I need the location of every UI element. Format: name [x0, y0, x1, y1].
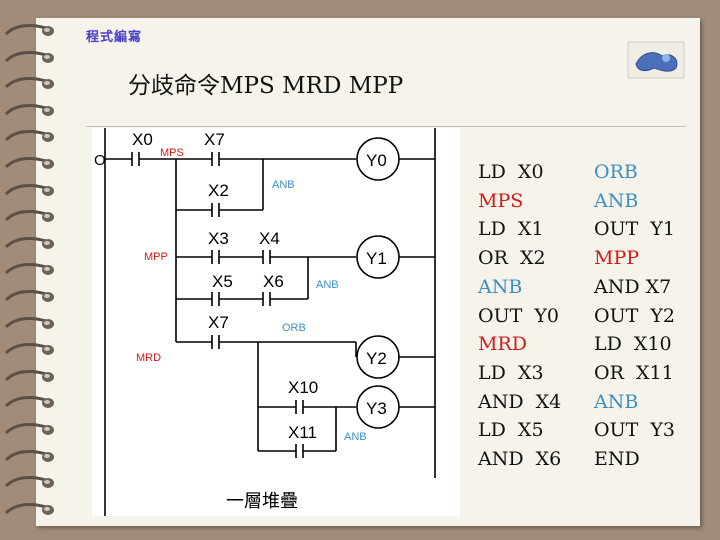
contact-x7-label: X7 [204, 130, 225, 149]
contact-x6-label: X6 [263, 272, 284, 291]
program-line: OUT Y0 [478, 304, 559, 327]
program-line: MRD [478, 333, 527, 356]
program-line: LD X1 [478, 218, 544, 241]
program-line: AND X7 [594, 275, 672, 298]
ring-icon [4, 396, 54, 409]
mrd-annotation: MRD [136, 352, 161, 364]
program-line: ANB [594, 189, 639, 212]
program-line: OUT Y2 [594, 304, 675, 327]
contact-x11-label: X11 [288, 423, 317, 442]
program-line: ANB [594, 390, 639, 413]
divider [86, 126, 686, 127]
left-rail-label: O [94, 152, 106, 169]
program-line: OUT Y1 [594, 218, 675, 241]
ring-icon [4, 130, 54, 143]
ring-icon [4, 449, 54, 462]
program-line: AND X4 [478, 390, 562, 413]
coil-y3-label: Y3 [366, 399, 387, 418]
contact-x10-label: X10 [288, 378, 318, 397]
contact-x0-label: X0 [132, 130, 153, 149]
diagram-caption: 一層堆疊 [226, 491, 298, 511]
anb-annotation-3: ANB [344, 431, 367, 443]
ring-icon [4, 236, 54, 249]
ring-icon [4, 183, 54, 196]
ring-icon [4, 50, 54, 63]
contact-x5-label: X5 [212, 272, 233, 291]
program-line: MPS [478, 189, 524, 212]
ring-icon [4, 423, 54, 435]
program-line: AND X6 [478, 448, 562, 471]
ring-icon [4, 103, 54, 116]
program-line: MPP [594, 247, 640, 270]
mps-annotation: MPS [160, 147, 184, 159]
ring-icon [4, 24, 54, 36]
anb-annotation-1: ANB [272, 179, 295, 191]
contact-x4-label: X4 [259, 229, 280, 248]
ring-icon [4, 157, 54, 169]
ring-icon [4, 476, 54, 489]
ladder-diagram-panel: O X0 X7 Y0 MPS X2 ANB X3 X4 Y1 MPP X5 X6… [92, 128, 460, 516]
program-column-1: LD X0 MPS LD X1 OR X2 ANB OUT Y0 MRD LD X3 AND X… [478, 158, 561, 474]
ring-icon [4, 369, 54, 382]
program-line: ANB [478, 275, 523, 298]
program-line: ORB [594, 161, 638, 183]
mpp-annotation: MPP [144, 251, 168, 263]
ladder-diagram: O X0 X7 Y0 MPS X2 ANB X3 X4 Y1 MPP X5 X6… [94, 128, 436, 516]
header-label: 程式編寫 [86, 30, 143, 45]
ring-icon [4, 290, 54, 302]
orb-annotation: ORB [282, 322, 306, 334]
coil-y1-label: Y1 [366, 249, 387, 268]
ring-icon [4, 210, 54, 223]
contact-x3-label: X3 [208, 229, 229, 248]
contact-x7-bottom-label: X7 [208, 313, 229, 332]
program-line: LD X5 [478, 419, 544, 442]
ring-icon [4, 77, 54, 90]
ring-icon [4, 316, 54, 329]
program-line: LD X10 [594, 333, 672, 356]
program-line: OUT Y3 [594, 419, 675, 442]
program-line: LD X3 [478, 361, 544, 384]
logo-icon [627, 41, 685, 79]
program-line: LD X0 [478, 161, 544, 183]
contact-x2-label: X2 [208, 181, 229, 200]
program-line: END [594, 448, 640, 471]
ring-icon [4, 263, 54, 276]
anb-annotation-2: ANB [316, 279, 339, 291]
ring-icon [4, 343, 54, 356]
page-title: 分歧命令MPS MRD MPP [128, 73, 404, 99]
ring-icon [4, 502, 54, 515]
coil-y2-label: Y2 [366, 349, 387, 368]
program-line: OR X2 [478, 247, 546, 270]
program-line: OR X11 [594, 361, 674, 384]
coil-y0-label: Y0 [366, 151, 387, 170]
